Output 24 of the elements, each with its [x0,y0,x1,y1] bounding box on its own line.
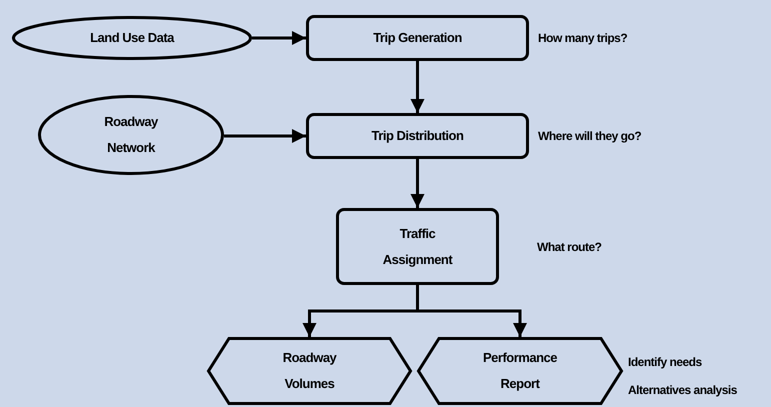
node-label: Traffic Assignment [382,224,454,269]
node-label: Trip Distribution [372,127,464,145]
data-ellipse [38,95,224,175]
node-label: Roadway Network [103,113,159,157]
node-label: Performance Report [482,349,558,393]
side-note: Where will they go? [538,128,642,145]
process-box [306,113,529,159]
arrow [410,61,424,113]
arrow [224,129,306,143]
data-ellipse [12,16,252,60]
output-hexagon [207,337,412,405]
node-label: Land Use Data [90,29,174,47]
output-hexagon [417,337,623,405]
process-box [306,15,529,61]
side-note: Alternatives analysis [628,382,737,399]
node-label: Trip Generation [373,29,462,47]
process-box [336,208,499,285]
arrow [410,159,424,208]
arrow [252,31,306,45]
side-note: Identify needs [628,354,702,371]
side-note: How many trips? [538,30,628,47]
arrow [416,285,527,337]
node-label: Roadway Volumes [282,349,338,393]
side-note: What route? [537,239,602,256]
